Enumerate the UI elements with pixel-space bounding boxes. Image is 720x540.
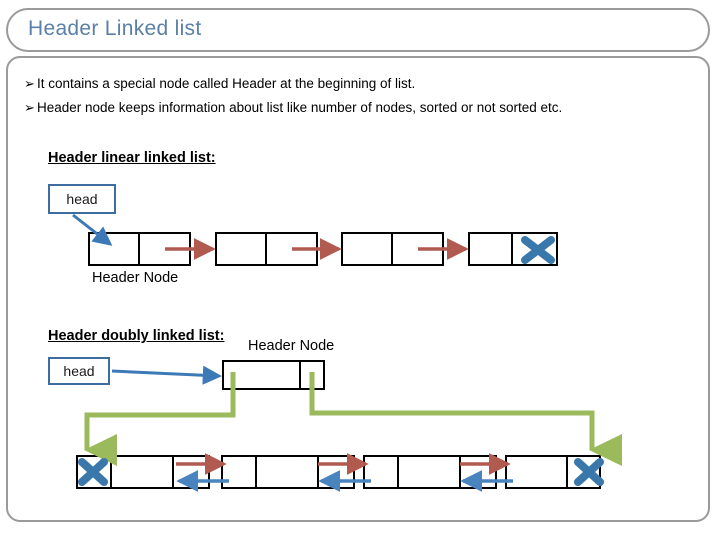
bullet-item-1: ➢It contains a special node called Heade…	[24, 74, 704, 95]
bullet-list: ➢It contains a special node called Heade…	[24, 74, 704, 122]
bullet-arrow-icon: ➢	[24, 101, 35, 116]
bullet-arrow-icon: ➢	[24, 77, 35, 92]
bullet-item-2-text: Header node keeps information about list…	[37, 100, 563, 115]
slide-body-frame: ➢It contains a special node called Heade…	[6, 56, 710, 522]
page-title: Header Linked list	[28, 17, 202, 40]
bullet-item-2: ➢Header node keeps information about lis…	[24, 98, 704, 119]
slide-title-frame: Header Linked list	[6, 8, 710, 52]
bullet-item-1-text: It contains a special node called Header…	[37, 76, 416, 91]
